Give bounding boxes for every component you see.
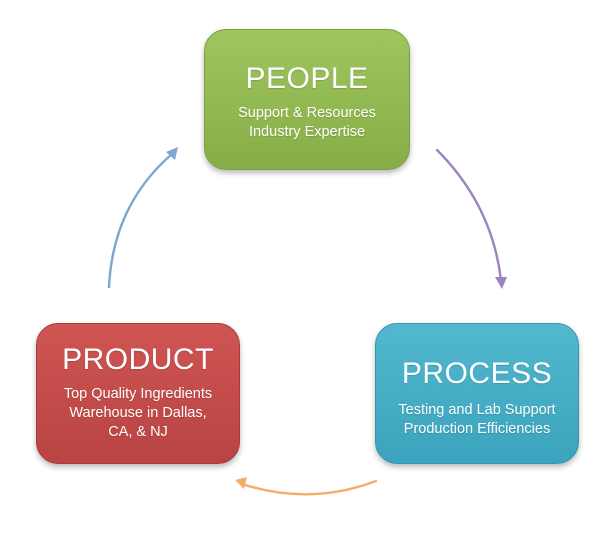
process-line: Testing and Lab Support <box>398 402 556 418</box>
arrow-people-to-process <box>435 148 503 282</box>
product-line: Warehouse in Dallas, <box>69 405 207 421</box>
product-line: Top Quality Ingredients <box>63 386 213 402</box>
people-node: PEOPLE Support & Resources Industry Expe… <box>204 29 410 170</box>
process-line: Production Efficiencies <box>403 421 551 437</box>
arrowhead-product-to-people <box>166 147 178 160</box>
people-line: Support & Resources <box>238 105 376 121</box>
arrow-process-to-product <box>240 479 378 496</box>
process-title: PROCESS <box>401 357 553 390</box>
product-line: CA, & NJ <box>108 424 168 440</box>
people-title: PEOPLE <box>245 62 369 95</box>
process-node: PROCESS Testing and Lab Support Producti… <box>375 323 579 464</box>
arrowhead-process-to-product <box>235 477 247 489</box>
product-title: PRODUCT <box>62 343 214 376</box>
product-node: PRODUCT Top Quality Ingredients Warehous… <box>36 323 240 464</box>
arrow-product-to-people <box>107 152 174 289</box>
people-line: Industry Expertise <box>248 124 366 140</box>
arrowhead-people-to-process <box>495 277 507 289</box>
